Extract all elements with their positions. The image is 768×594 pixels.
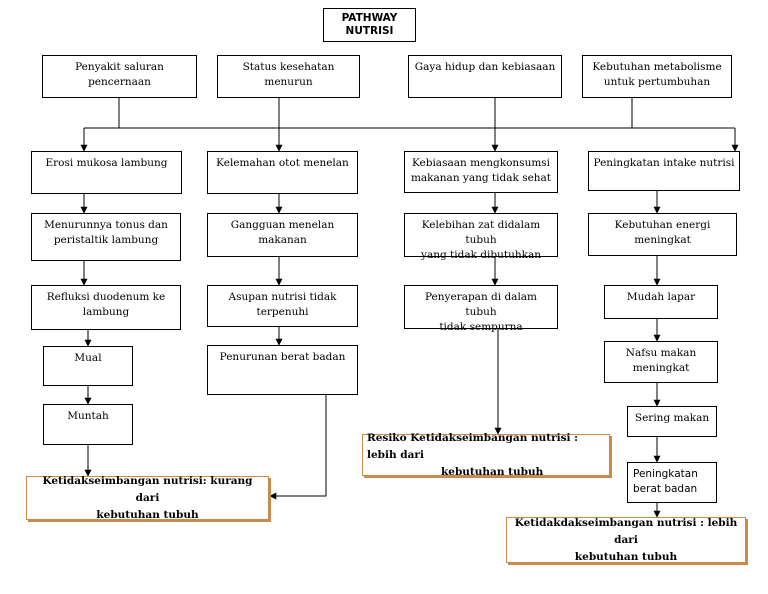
box-text: Gaya hidup dan kebiasaan	[414, 61, 556, 73]
box-text: Menurunnya tonus dan	[44, 219, 168, 231]
step-box-gangguan-menelan-makanan: Gangguan menelan makanan	[207, 213, 358, 257]
step-box-kebutuhan-energi: Kebutuhan energi meningkat	[588, 213, 737, 256]
box-text: Muntah	[67, 410, 109, 422]
box-text: tidak sempurna	[439, 321, 523, 333]
box-text: Asupan nutrisi tidak terpenuhi	[228, 291, 337, 318]
arrow-penurunan-to-outcome	[269, 395, 327, 500]
outcome-box-lebih-dari-kebutuhan: Ketidakdakseimbangan nutrisi : lebih dar…	[506, 517, 746, 563]
cause-box-gaya-hidup: Gaya hidup dan kebiasaan	[408, 55, 562, 98]
outcome-box-resiko-lebih-dari-kebutuhan: Resiko Ketidakseimbangan nutrisi : lebih…	[362, 432, 610, 478]
step-box-peningkatan-intake: Peningkatan intake nutrisi	[588, 151, 740, 191]
box-text: yang tidak dibutuhkan	[421, 249, 541, 261]
box-text: Sering makan	[634, 412, 710, 424]
step-box-menurunnya-tonus: Menurunnya tonus dan peristaltik lambung	[31, 213, 181, 261]
box-text: Penurunan berat badan	[219, 351, 346, 363]
box-text: Ketidakdakseimbangan nutrisi : lebih dar…	[514, 516, 738, 546]
step-box-kelebihan-zat: Kelebihan zat didalam tubuh yang tidak d…	[404, 213, 558, 261]
title-box: PATHWAY NUTRISI	[323, 8, 416, 42]
box-text: Peningkatan intake nutrisi	[593, 157, 735, 169]
box-text: kebutuhan tubuh	[574, 550, 678, 563]
box-text: berat badan	[633, 483, 698, 495]
box-text: meningkat	[632, 362, 690, 374]
step-box-kelemahan-otot-menelan: Kelemahan otot menelan	[207, 151, 358, 194]
box-text: peristaltik lambung	[53, 234, 159, 246]
cause-box-kebutuhan-metabolisme: Kebutuhan metabolisme untuk pertumbuhan	[582, 55, 732, 98]
step-box-penyerapan: Penyerapan di dalam tubuh tidak sempurna	[404, 285, 558, 333]
step-box-kebiasaan-mengkonsumsi: Kebiasaan mengkonsumsi makanan yang tida…	[404, 151, 558, 193]
step-box-refluksi-duodenum: Refluksi duodenum ke lambung	[31, 285, 181, 330]
box-text: Penyerapan di dalam tubuh	[424, 291, 538, 318]
outcome-box-kurang-dari-kebutuhan: Ketidakseimbangan nutrisi: kurang dari k…	[26, 474, 269, 521]
box-text: Penyakit saluran pencernaan	[75, 61, 164, 88]
step-box-muntah: Muntah	[43, 404, 133, 445]
step-box-asupan-nutrisi: Asupan nutrisi tidak terpenuhi	[207, 285, 358, 327]
cause-box-penyakit-saluran-pencernaan: Penyakit saluran pencernaan	[42, 55, 197, 98]
box-text: kebutuhan tubuh	[441, 465, 544, 478]
step-box-mual: Mual	[43, 346, 133, 386]
box-text: Nafsu makan	[625, 347, 697, 359]
box-text: meningkat	[634, 234, 691, 246]
step-box-nafsu-makan: Nafsu makan meningkat	[604, 341, 718, 383]
box-text: Kelebihan zat didalam tubuh	[421, 219, 541, 246]
box-text: Mual	[74, 352, 102, 364]
box-text: Kebutuhan energi	[614, 219, 711, 231]
box-text: lambung	[82, 306, 130, 318]
cause-box-status-kesehatan-menurun: Status kesehatan menurun	[217, 55, 360, 98]
box-text: Refluksi duodenum ke	[46, 291, 166, 303]
box-text: Erosi mukosa lambung	[45, 157, 168, 169]
step-box-erosi-mukosa-lambung: Erosi mukosa lambung	[31, 151, 182, 194]
box-text: Resiko Ketidakseimbangan nutrisi : lebih…	[367, 431, 579, 461]
step-box-sering-makan: Sering makan	[627, 406, 717, 437]
step-box-penurunan-berat-badan: Penurunan berat badan	[207, 345, 358, 395]
step-box-mudah-lapar: Mudah lapar	[604, 285, 718, 319]
box-text: kebutuhan tubuh	[96, 508, 199, 521]
box-text: Peningkatan	[633, 468, 698, 480]
box-text: makanan yang tidak sehat	[410, 172, 552, 184]
box-text: Kelemahan otot menelan	[216, 157, 349, 169]
box-text: untuk pertumbuhan	[603, 76, 711, 88]
box-text: Ketidakseimbangan nutrisi: kurang dari	[42, 474, 253, 504]
box-text: Kebutuhan metabolisme	[592, 61, 722, 73]
box-text: Gangguan menelan makanan	[230, 219, 335, 246]
box-text: Mudah lapar	[626, 291, 696, 303]
box-text: Status kesehatan menurun	[242, 61, 335, 88]
title-line-2: NUTRISI	[345, 25, 394, 37]
step-box-peningkatan-berat-badan: Peningkatan berat badan	[627, 462, 717, 503]
title-line-1: PATHWAY	[341, 12, 398, 24]
box-text: Kebiasaan mengkonsumsi	[411, 157, 551, 169]
